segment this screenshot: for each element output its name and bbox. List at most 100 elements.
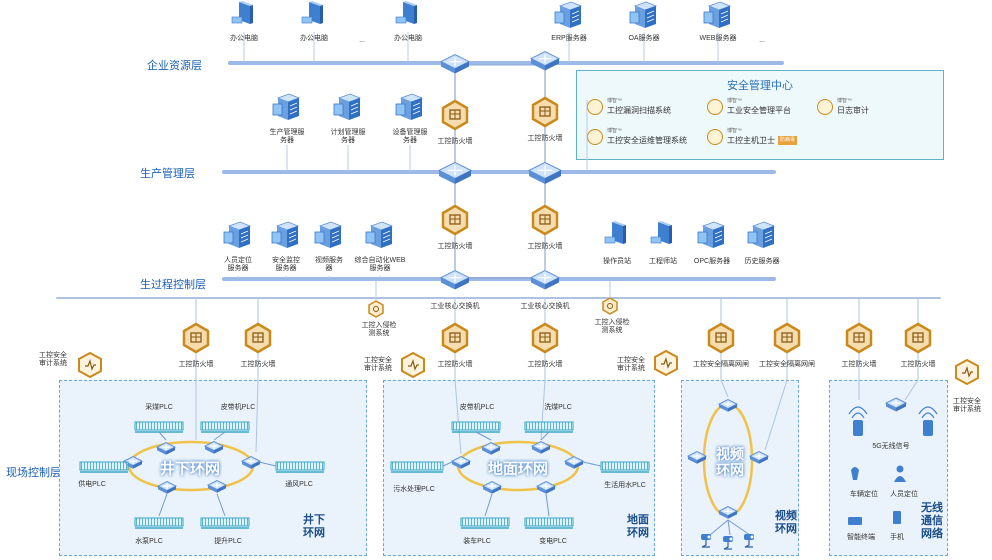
plc-label: 变电PLC [539,538,567,545]
core-switch-icon [527,161,563,184]
core-switch-label: 工业核心交换机 [520,303,570,310]
server-icon [365,221,394,248]
server-icon [629,1,658,28]
cam-link [727,519,751,536]
plc-label: 提升PLC [214,538,242,545]
isolation-gateway-icon [707,322,735,354]
core-switch-icon [437,161,473,184]
plc-label: 采煤PLC [145,404,173,411]
person-label: 人员定位 [890,491,918,498]
firewall-label: 工控防火墙 [240,361,276,368]
plc-icon [524,421,574,433]
server-icon [272,93,301,120]
platform-icon [707,99,723,115]
camera-icon [744,534,754,548]
audit-system-icon [955,358,979,386]
ring-switch-icon [717,506,739,519]
plc-icon [200,421,250,433]
layer-label-field: 现场控制层 [6,467,61,479]
plc-label: 通风PLC [285,481,313,488]
plc-link [216,493,226,517]
plc-icon [524,517,574,529]
core-switch-label: 工业核心交换机 [430,303,480,310]
server-label: 生产管理服务器 [269,129,305,144]
cam-link [709,519,729,536]
audit-system-icon [654,349,678,377]
firewall-icon [441,322,469,354]
audit-system-icon [78,351,102,379]
ring-switch-icon [530,441,552,454]
server-label: 设备管理服务器 [392,129,428,144]
firewall-label: 工控防火墙 [437,243,473,250]
ring-switch-icon [717,399,739,412]
isolation-gateway-icon [773,322,801,354]
core-switch-icon [529,51,561,71]
layer-label-enterprise: 企业资源层 [147,60,202,72]
core-switch-icon [439,54,471,74]
surface-corner-title: 地面环网 [627,514,649,539]
plc-icon [275,461,325,473]
plc-link [475,431,492,441]
camera-icon [701,534,711,548]
plc-icon [390,461,444,473]
ring-switch-icon [240,456,262,469]
ring-switch-icon [748,451,770,464]
ring-uplink [764,379,788,451]
server-icon [395,93,424,120]
plc-label: 皮带机PLC [220,404,256,411]
firewall-icon [441,204,469,236]
ids-icon [602,297,618,315]
plc-label: 生活用水PLC [604,482,646,489]
firewall-icon [441,99,469,131]
server-label: 综合自动化WEB服务器 [354,257,406,272]
firewall-icon [531,96,559,128]
camera-icon [723,536,733,550]
video-ring-label: 视频环网 [716,446,744,478]
plc-link [158,431,167,441]
ring-switch-icon [156,481,178,494]
core-switch-icon [529,270,561,290]
firewall-label: 工控防火墙 [527,135,563,142]
host-guard-icon [707,129,723,145]
firewall-icon [244,322,272,354]
plc-label: 装车PLC [463,538,491,545]
audit-label: 工控安全审计系统 [617,357,645,372]
plc-link [213,431,226,441]
pc-icon [395,1,417,24]
ring-switch-icon [450,456,472,469]
wireless-zone [829,380,948,556]
bus-enterprise [228,61,784,65]
server-icon [747,221,776,248]
firewall-icon [531,322,559,354]
device-label: 办公电脑 [300,35,328,42]
server-label: 视频服务器 [315,257,343,272]
ids-label: 工控入侵检测系统 [361,322,397,337]
server-icon [333,93,362,120]
plc-label: 洗煤PLC [544,404,572,411]
smc-title: 安全管理中心 [727,80,793,92]
plc-label: 皮带机PLC [459,404,495,411]
plc-icon [600,461,650,473]
base-station-icon [853,420,863,436]
device-label: 办公电脑 [394,35,422,42]
antivirus-badge: 防病毒 [778,136,798,146]
bus-field-distribution [56,297,941,299]
layer-label-process: 生过程控制层 [140,279,206,291]
audit-system-icon [401,351,425,379]
audit-label: 工控安全审计系统 [39,352,67,367]
surface-ring-label: 地面环网 [487,460,549,478]
isolation-label: 工控安全隔离网闸 [759,361,815,368]
ids-icon [368,300,384,318]
plc-link [484,493,493,517]
cam-link [727,519,731,536]
server-label: 安全监控服务器 [272,257,300,272]
server-icon [223,221,252,248]
workstation-icon [650,221,672,244]
ring-switch-icon [203,441,225,454]
